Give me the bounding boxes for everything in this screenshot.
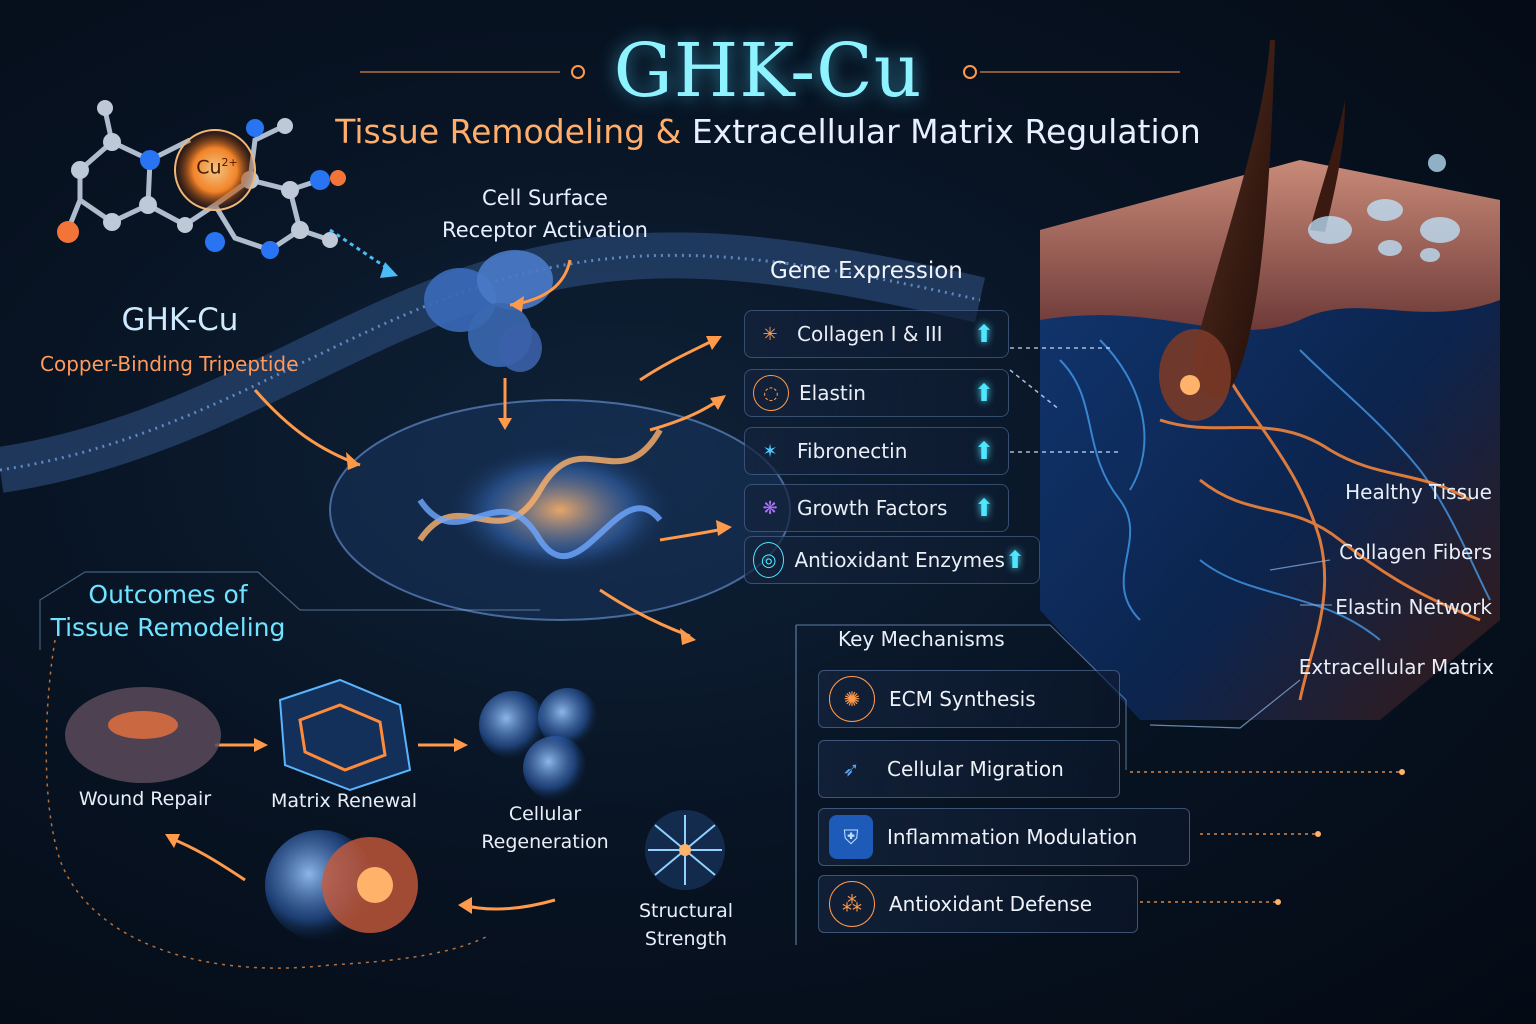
- cell-nucleus: [329, 399, 791, 621]
- ghk-cu-molecule: [57, 100, 398, 278]
- outcome-matrix-renewal: Matrix Renewal: [270, 790, 418, 812]
- ecm-network-icon: ✺: [829, 676, 875, 722]
- mechanism-inflammation-modulation: ⛨ Inflammation Modulation: [818, 808, 1190, 866]
- cell-migration-icon: ➶: [842, 757, 860, 781]
- mechanism-ecm-synthesis: ✺ ECM Synthesis: [818, 670, 1120, 728]
- mechanism-antioxidant-defense: ⁂ Antioxidant Defense: [818, 875, 1138, 933]
- elastin-cell-icon: ◌: [753, 375, 789, 411]
- arrow-up-icon: ⬆: [973, 379, 994, 407]
- fibronectin-fiber-icon: ✶: [762, 440, 778, 462]
- skin-tissue-block: [1040, 40, 1500, 720]
- outcome-cellular-regeneration: Cellular Regeneration: [481, 803, 609, 853]
- outcome-wound-repair: Wound Repair: [78, 788, 212, 810]
- subtitle-rest: Extracellular Matrix Regulation: [691, 112, 1201, 151]
- gene-item-growth-factors: ❋ Growth Factors ⬆: [744, 484, 1009, 532]
- label-extracellular-matrix: Extracellular Matrix: [1298, 655, 1494, 679]
- label-collagen-fibers: Collagen Fibers: [1339, 540, 1492, 564]
- key-mechanisms-title: Key Mechanisms: [838, 627, 1005, 651]
- growth-factor-icon: ❋: [762, 497, 778, 519]
- receptor-label: Cell Surface Receptor Activation: [442, 186, 648, 242]
- gene-item-antioxidant-enzymes: ◎ Antioxidant Enzymes ⬆: [744, 536, 1040, 584]
- receptor-protein: [424, 250, 553, 372]
- outcomes-title: Outcomes of Tissue Remodeling: [50, 580, 286, 642]
- label-elastin-network: Elastin Network: [1335, 595, 1492, 619]
- molecule-name: GHK-Cu: [121, 302, 239, 338]
- outcome-illustrations: [65, 678, 725, 940]
- arrow-up-icon: ⬆: [1004, 546, 1025, 574]
- page-subtitle: Tissue Remodeling & Extracellular Matrix…: [0, 112, 1536, 151]
- label-healthy-tissue: Healthy Tissue: [1345, 480, 1492, 504]
- copper-ion-label: Cu2+: [196, 156, 238, 179]
- molecule-description: Copper-Binding Tripeptide: [40, 352, 299, 376]
- gene-expression-title: Gene Expression: [770, 258, 963, 284]
- antioxidant-orb-icon: ⁂: [829, 881, 875, 927]
- arrow-up-icon: ⬆: [973, 437, 994, 465]
- arrow-up-icon: ⬆: [973, 494, 994, 522]
- subtitle-highlight: Tissue Remodeling: [335, 112, 646, 151]
- mechanism-cellular-migration: ➶ Cellular Migration: [818, 740, 1120, 798]
- gene-item-elastin: ◌ Elastin ⬆: [744, 369, 1009, 417]
- subtitle-connector: &: [645, 112, 692, 151]
- antioxidant-enzyme-icon: ◎: [753, 542, 785, 578]
- outcome-structural-strength: Structural Strength: [638, 900, 734, 950]
- collagen-star-icon: ✳: [762, 323, 778, 345]
- gene-item-collagen: ✳ Collagen I & III ⬆: [744, 310, 1009, 358]
- page-title: GHK-Cu: [613, 28, 923, 114]
- shield-icon: ⛨: [829, 815, 873, 859]
- arrow-up-icon: ⬆: [973, 320, 994, 348]
- gene-item-fibronectin: ✶ Fibronectin ⬆: [744, 427, 1009, 475]
